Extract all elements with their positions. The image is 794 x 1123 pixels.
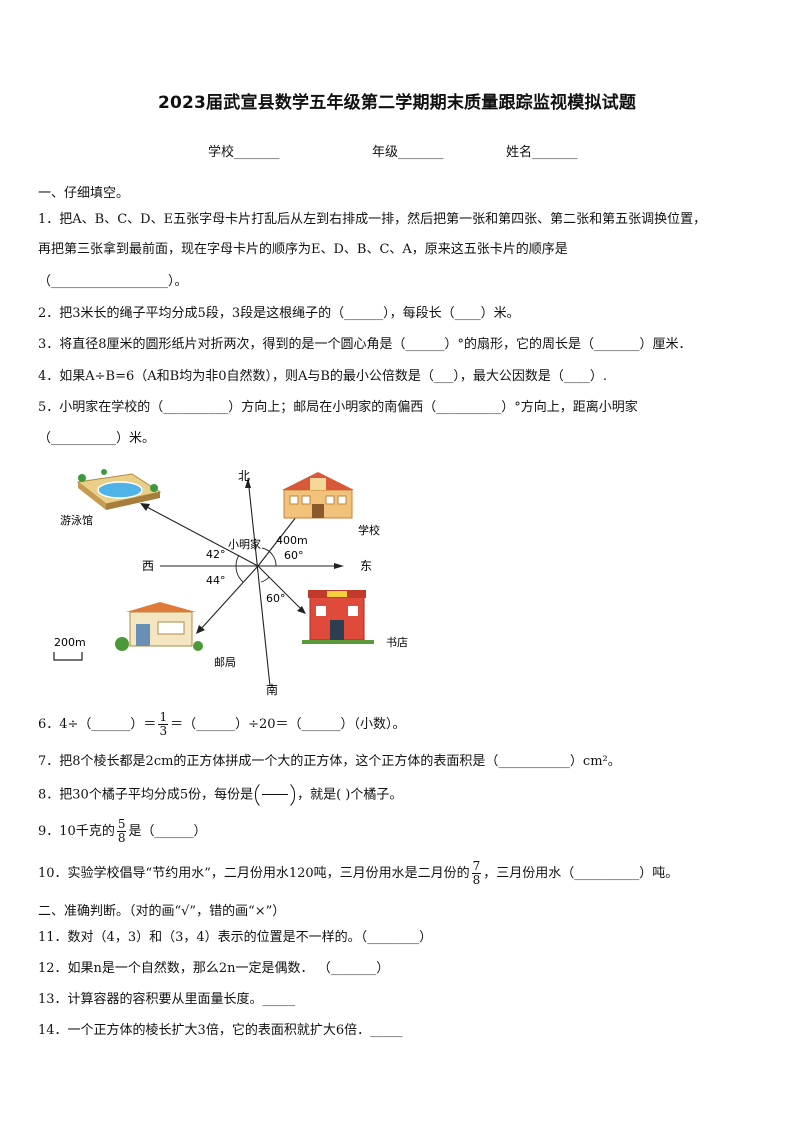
question-11: 11．数对（4，3）和（3，4）表示的位置是不一样的。（________） (38, 930, 433, 945)
label-angle-book: 60° (266, 592, 286, 605)
question-12: 12．如果n是一个自然数，那么2n一定是偶数． （_______） (38, 961, 390, 976)
question-5-line-2: （__________）米。 (38, 431, 156, 446)
label-angle-post: 44° (206, 574, 226, 587)
label-south: 南 (266, 682, 278, 697)
fraction-denominator: 8 (472, 873, 481, 887)
question-8-part-a: 8．把30个橘子平均分成5份，每份是 (38, 787, 254, 803)
label-north: 北 (238, 469, 250, 483)
question-10-part-a: 10．实验学校倡导“节约用水”，二月份用水120吨，三月份用水是二月份的 (38, 866, 470, 881)
question-5-line-1: 5．小明家在学校的（__________）方向上；邮局在小明家的南偏西（____… (38, 400, 638, 415)
question-9-part-b: 是（______） (128, 824, 207, 839)
school-field: 学校_______ (208, 145, 280, 160)
section-heading-judge: 二、准确判断。（对的画“√”，错的画“×”） (38, 904, 286, 919)
post-arrow-icon (196, 625, 205, 634)
direction-map: 北 南 东 西 小明家 400m 42° 60° 44° 60° 游泳馆 学校 … (53, 469, 408, 697)
line-to-bookstore (257, 565, 303, 611)
question-7: 7．把8个棱长都是2cm的正方体拼成一个大的正方体，这个正方体的表面积是（___… (38, 754, 621, 769)
fraction-numerator: 1 (158, 710, 169, 725)
page-title: 2023届武宣县数学五年级第二学期期末质量跟踪监视模拟试题 (157, 93, 637, 113)
label-angle-pool: 42° (206, 548, 226, 561)
post-office-icon (115, 602, 203, 651)
label-pool: 游泳馆 (60, 513, 93, 527)
line-to-school (257, 511, 301, 567)
angle-arc-pool (235, 554, 240, 567)
scale-bar (53, 652, 83, 661)
question-14: 14．一个正方体的棱长扩大3倍，它的表面积就扩大6倍．_____ (38, 1023, 403, 1038)
angle-arc-book (260, 576, 270, 583)
fraction-numerator: 5 (116, 817, 127, 832)
line-to-pool (144, 505, 259, 567)
fraction-numerator: 7 (471, 859, 482, 874)
north-south-line (247, 477, 271, 687)
east-arrow-icon (334, 563, 344, 569)
label-scale: 200m (54, 636, 86, 649)
angle-arc-school (261, 547, 277, 567)
label-distance: 400m (276, 534, 308, 547)
angle-arc-post (235, 565, 244, 583)
fraction-denominator: 3 (159, 724, 168, 738)
bookstore-icon (302, 590, 374, 644)
question-8: 8．把30个橘子平均分成5份，每份是 ，就是( )个橘子。 (38, 780, 402, 810)
grade-field: 年级_______ (372, 145, 444, 160)
question-6-part-a: 6．4÷（______）＝ (38, 717, 157, 732)
label-center: 小明家 (228, 537, 261, 551)
label-post: 邮局 (214, 656, 236, 669)
label-west: 西 (142, 559, 154, 573)
section-heading-fill: 一、仔细填空。 (38, 186, 130, 201)
pool-arrow-icon (140, 503, 150, 511)
label-school: 学校 (358, 523, 380, 537)
question-2: 2．把3米长的绳子平均分成5段，3段是这根绳子的（______），每段长（___… (38, 306, 520, 321)
question-9-part-a: 9．10千克的 (38, 824, 115, 839)
question-13: 13．计算容器的容积要从里面量长度。_____ (38, 992, 296, 1007)
question-1-line-3: （__________________）。 (38, 274, 188, 289)
question-8-part-b: ，就是( )个橘子。 (297, 787, 403, 803)
line-to-post (199, 565, 259, 631)
question-10-part-b: ，三月份用水（__________）吨。 (483, 866, 679, 881)
question-1-line-2: 再把第三张拿到最前面，现在字母卡片的顺序为E、D、B、C、A，原来这五张卡片的顺… (38, 242, 568, 257)
pool-icon (76, 469, 162, 510)
label-bookstore: 书店 (386, 635, 408, 649)
fraction-blank (255, 780, 296, 810)
bookstore-arrow-icon (297, 606, 306, 614)
name-field: 姓名_______ (506, 145, 578, 160)
question-4: 4．如果A÷B=6（A和B均为非0自然数），则A与B的最小公倍数是（___），最… (38, 369, 608, 384)
label-angle-school: 60° (284, 549, 304, 562)
question-1-line-1: 1．把A、B、C、D、E五张字母卡片打乱后从左到右排成一排，然后把第一张和第四张… (38, 212, 707, 227)
question-6-part-b: ＝（______）÷20＝（______）（小数）。 (170, 717, 406, 732)
label-east: 东 (360, 559, 372, 573)
school-icon (282, 472, 354, 519)
north-arrow-icon (245, 478, 251, 488)
question-3: 3．将直径8厘米的圆形纸片对折两次，得到的是一个圆心角是（______）°的扇形… (38, 337, 692, 352)
fraction-denominator: 8 (117, 831, 126, 845)
